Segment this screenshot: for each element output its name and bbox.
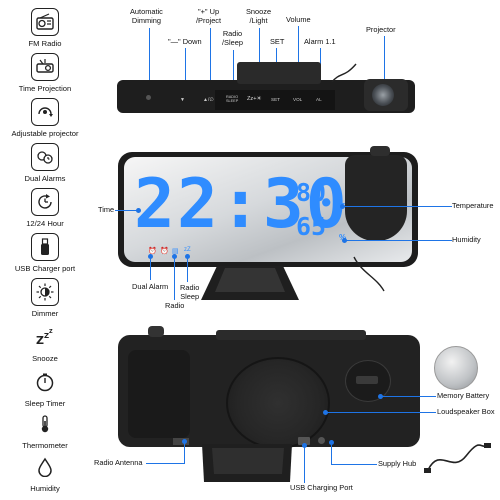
set-button[interactable]: SET bbox=[271, 97, 280, 102]
temperature-digits: 80 bbox=[296, 178, 327, 207]
back-stand bbox=[202, 444, 292, 482]
feature-label: Sleep Timer bbox=[24, 399, 66, 408]
feature-label: Thermometer bbox=[22, 441, 68, 450]
adjustable-projector-icon bbox=[31, 98, 59, 126]
battery-cover-tab bbox=[356, 376, 378, 384]
label-humidity: Humidity bbox=[452, 235, 481, 244]
back-projector-arm bbox=[128, 350, 190, 438]
thermometer-icon bbox=[31, 410, 59, 438]
humidity-unit: % bbox=[339, 233, 346, 242]
feature-label: Humidity bbox=[30, 484, 60, 493]
humidity-digits: 65 bbox=[296, 212, 327, 241]
feature-label: Adjustable projector bbox=[11, 129, 79, 138]
feature-sleep-timer: Sleep Timer bbox=[4, 368, 86, 408]
label-radio-sleep-indicator: Radio Sleep bbox=[180, 283, 200, 301]
feature-12-24-hour: 12/24 Hour bbox=[4, 188, 86, 228]
label-automatic-dimming: Automatic Dimming bbox=[130, 7, 163, 25]
feature-fm-radio: FM Radio bbox=[4, 8, 86, 48]
label-supply-hub: Supply Hub bbox=[378, 459, 417, 468]
radio-icon bbox=[31, 8, 59, 36]
feature-label: Dimmer bbox=[31, 309, 59, 318]
radio-indicator-icon: ▤ bbox=[172, 248, 179, 255]
label-alarm: Alarm 1.1 bbox=[304, 37, 336, 46]
projector-lens bbox=[372, 84, 394, 106]
down-button[interactable]: ▼ bbox=[180, 97, 185, 103]
feature-dual-alarms: Dual Alarms bbox=[4, 143, 86, 183]
alarm-button[interactable]: AL bbox=[316, 97, 322, 102]
label-loudspeaker-box: Loudspeaker Box bbox=[437, 407, 495, 416]
dual-alarms-icon bbox=[31, 143, 59, 171]
projector-icon bbox=[31, 53, 59, 81]
dimmer-icon bbox=[31, 278, 59, 306]
label-volume: Volume bbox=[286, 15, 311, 24]
front-stand bbox=[201, 266, 299, 300]
humidity-icon bbox=[31, 453, 59, 481]
speaker-grille bbox=[226, 357, 330, 449]
label-up-project: "+" Up /Project bbox=[196, 7, 222, 25]
power-cable-icon bbox=[331, 63, 357, 83]
label-set: SET bbox=[270, 37, 285, 46]
projector-arm bbox=[345, 155, 407, 241]
alarm-indicator-icon: ⏰ bbox=[148, 248, 157, 255]
label-radio-antenna: Radio Antenna bbox=[94, 458, 143, 467]
device-top-ridge bbox=[237, 62, 321, 84]
time-digits: 22:30 bbox=[134, 165, 349, 244]
feature-usb-charger: USB Charger port bbox=[4, 233, 86, 273]
usb-cable-icon bbox=[424, 443, 491, 473]
usb-port bbox=[298, 437, 310, 445]
feature-label: USB Charger port bbox=[14, 264, 76, 273]
sleep-indicator-icon: zZ bbox=[184, 247, 191, 253]
label-projector: Projector bbox=[366, 25, 396, 34]
usb-charger-icon bbox=[31, 233, 59, 261]
feature-time-projection: Time Projection bbox=[4, 53, 86, 93]
volume-button[interactable]: VOL bbox=[293, 97, 303, 102]
feature-label: FM Radio bbox=[28, 39, 62, 48]
coin-battery bbox=[434, 346, 478, 390]
feature-label: Time Projection bbox=[18, 84, 72, 93]
label-memory-battery: Memory Battery bbox=[437, 391, 490, 400]
label-snooze-light: Snooze /Light bbox=[246, 7, 272, 25]
feature-label: 12/24 Hour bbox=[26, 219, 64, 228]
button-panel bbox=[215, 90, 335, 110]
front-cable-icon bbox=[353, 256, 385, 292]
radio-sleep-button[interactable]: RADIO SLEEP bbox=[226, 95, 239, 104]
antenna-vent bbox=[173, 438, 189, 445]
label-temperature: Temperature bbox=[452, 201, 494, 210]
feature-thermometer: Thermometer bbox=[4, 410, 86, 450]
feature-dimmer: Dimmer bbox=[4, 278, 86, 318]
feature-label: Dual Alarms bbox=[24, 174, 66, 183]
label-down: "—" Down bbox=[168, 37, 202, 46]
label-dual-alarm: Dual Alarm bbox=[132, 282, 169, 291]
svg-text:Z: Z bbox=[36, 334, 44, 347]
alarm2-indicator-icon: ⏰ bbox=[160, 248, 169, 255]
snooze-light-button[interactable]: Zz+☀ bbox=[247, 96, 262, 102]
power-jack bbox=[318, 437, 325, 444]
sleep-timer-icon bbox=[31, 368, 59, 396]
up-project-button[interactable]: ▲/∅ bbox=[203, 97, 214, 103]
svg-text:Z: Z bbox=[49, 329, 53, 335]
label-usb-charging-port: USB Charging Port bbox=[290, 483, 353, 492]
feature-adjustable-projector: Adjustable projector bbox=[4, 98, 86, 138]
light-sensor bbox=[146, 95, 151, 100]
feature-label: Snooze bbox=[32, 354, 58, 363]
feature-humidity: Humidity bbox=[4, 453, 86, 493]
back-top-ridge bbox=[216, 330, 366, 340]
svg-text:Z: Z bbox=[44, 332, 49, 340]
label-radio-sleep: Radio /Sleep bbox=[222, 29, 243, 47]
label-time: Time bbox=[98, 205, 115, 214]
projector-knob bbox=[370, 146, 390, 156]
label-radio: Radio bbox=[165, 301, 185, 310]
clock-12-24-icon bbox=[31, 188, 59, 216]
back-projector-knob bbox=[148, 326, 164, 337]
